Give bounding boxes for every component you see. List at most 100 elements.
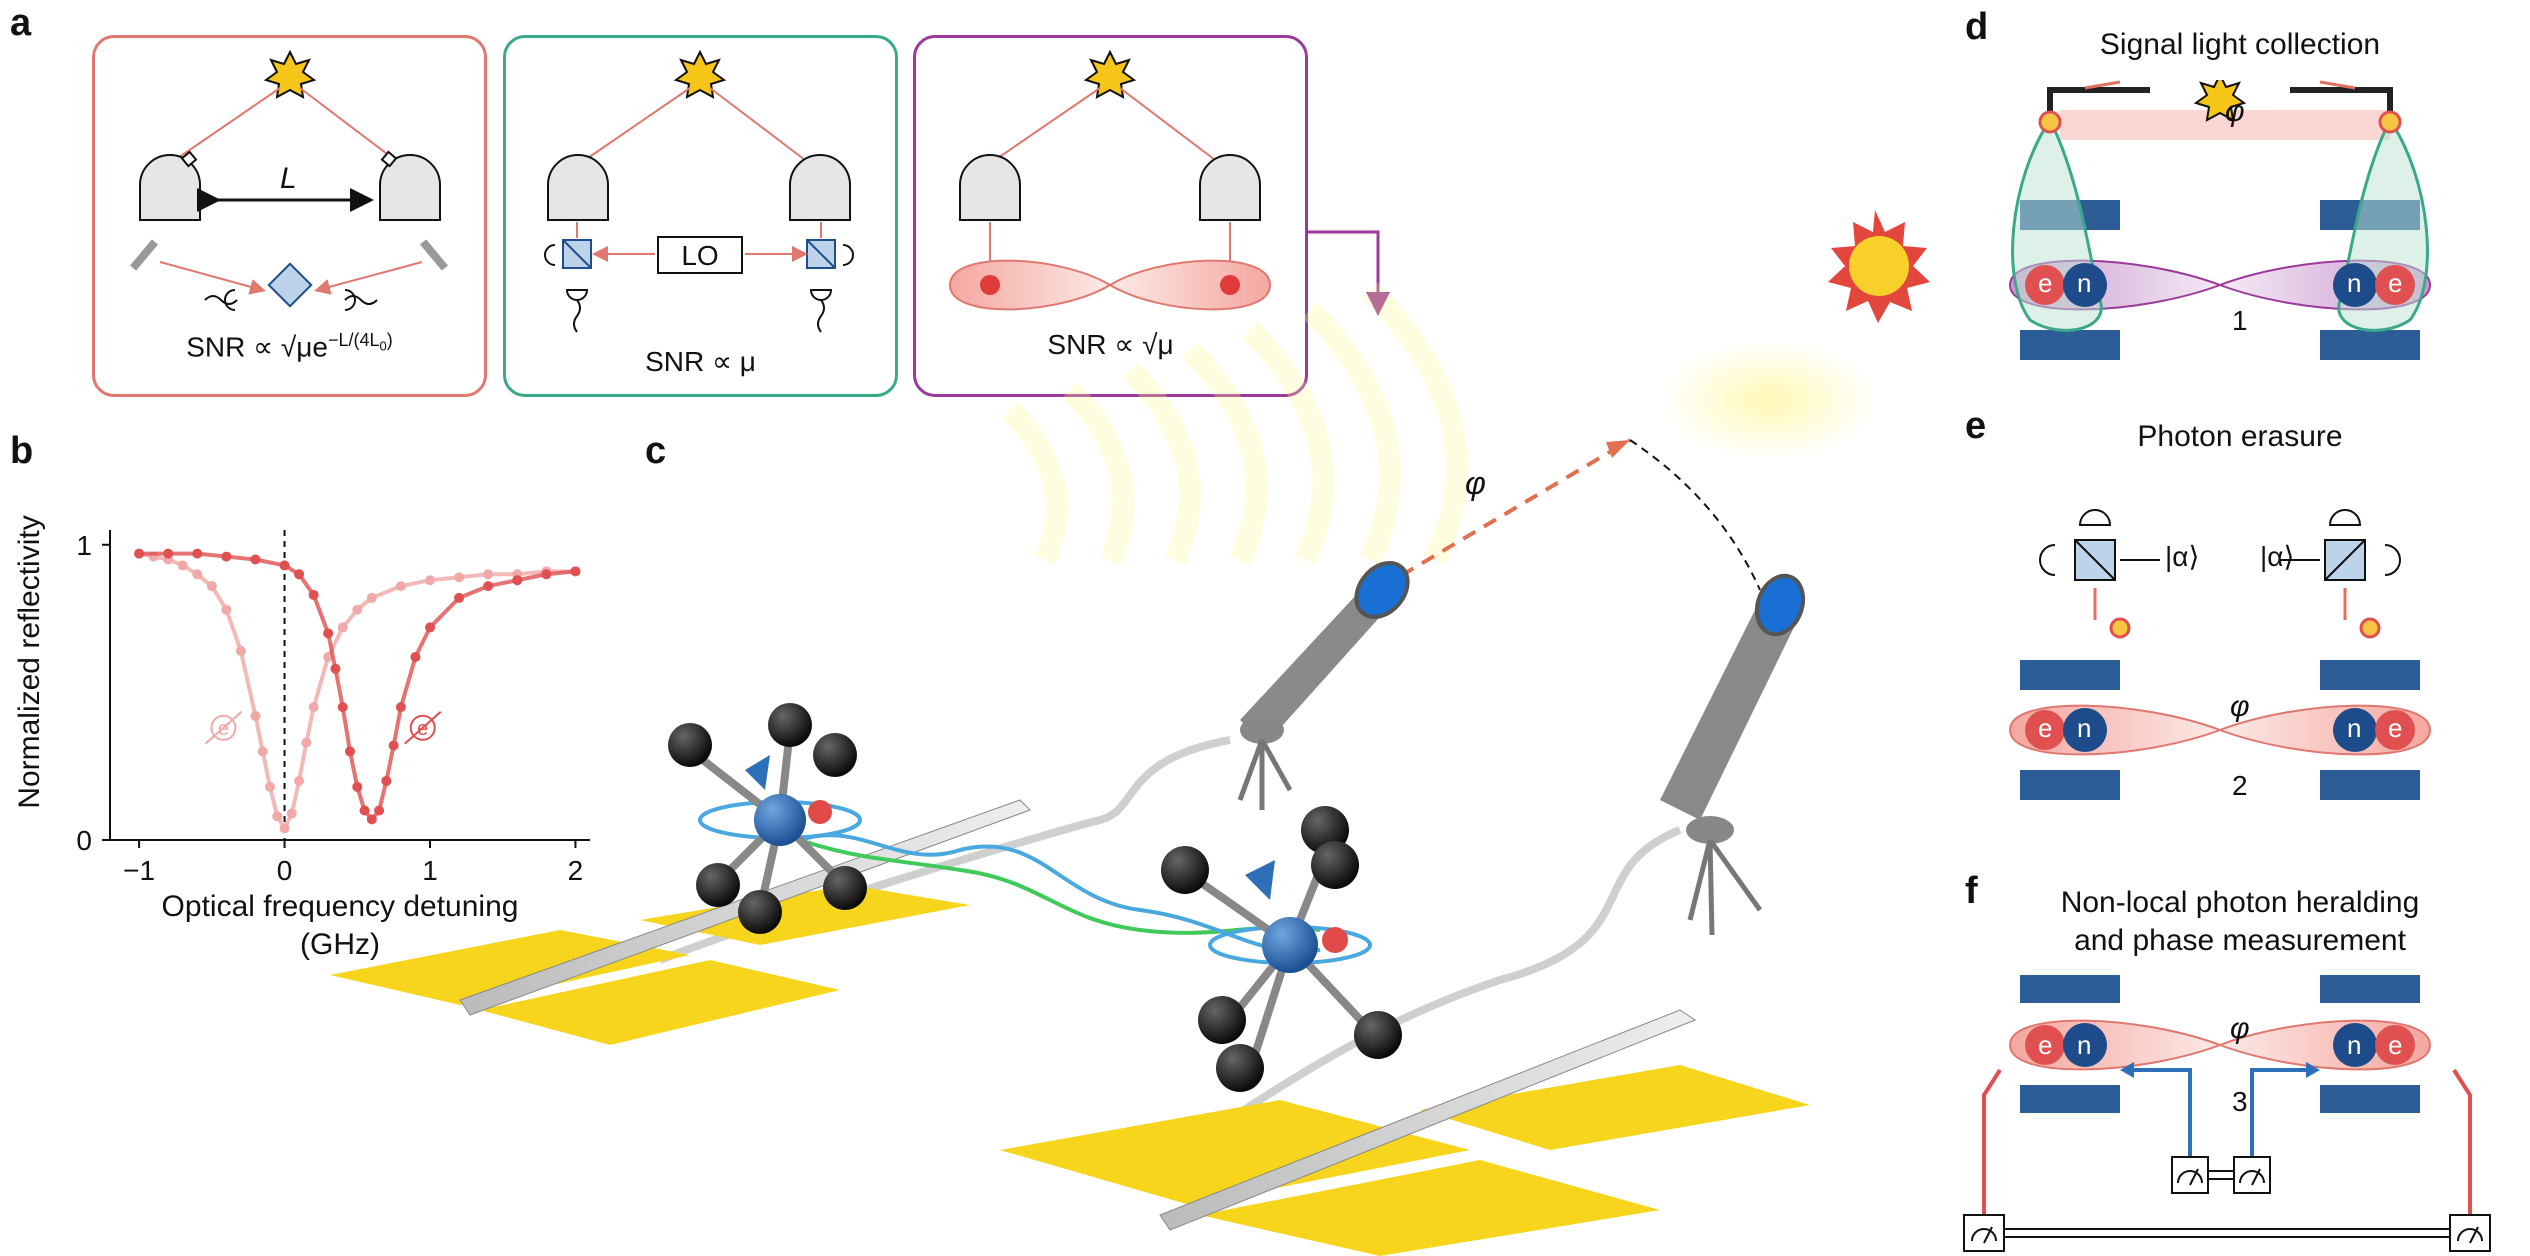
panel-a-drawings: LO (130, 49, 1390, 333)
panel-f-n-left: n (2077, 1030, 2092, 1060)
panel-f-step: 3 (2232, 1086, 2248, 1117)
series-0-point (272, 811, 283, 822)
series-1-point (425, 622, 435, 633)
box2-telescope-right-icon (789, 154, 851, 221)
series-0-point (279, 823, 290, 834)
panel-b-xlabel-line2: (GHz) (300, 928, 380, 961)
series-1-point (381, 775, 392, 786)
molecule-right-icon (1161, 806, 1402, 1092)
box1-telescope-right-icon (379, 150, 441, 221)
box1-beamsplitter-icon (267, 262, 313, 308)
series-0-point (192, 569, 203, 580)
panel-f-e-left: e (2038, 1030, 2053, 1060)
box2-star-icon (673, 49, 727, 99)
panel-b-chart: −101201ee (76, 530, 590, 886)
series-1-point (134, 548, 145, 559)
box3-snr: SNR ∝ √μ (1047, 329, 1174, 360)
series-1-point (294, 569, 305, 580)
series-0-point (294, 775, 305, 786)
series-1-point (250, 554, 261, 565)
series-0-fit-line (138, 551, 576, 833)
series-0-point (250, 711, 261, 721)
series-1-point (410, 651, 421, 662)
telescope-left-icon (1237, 561, 1410, 810)
panel-b-label: b (10, 430, 34, 472)
box3-star-icon (1083, 49, 1137, 99)
box3-entanglement-loop (948, 259, 1272, 311)
panel-f-title-line1: Non-local photon heralding (2060, 886, 2420, 919)
x-tick-label: 2 (568, 855, 584, 886)
series-1-point (366, 814, 377, 825)
series-0-point (257, 746, 268, 757)
box1-snr-exp: −L/(4L (327, 330, 380, 350)
box1-star-icon (263, 49, 317, 99)
series-1-point (192, 548, 203, 559)
panel-e-alpha-right: |α⟩ (2260, 541, 2295, 572)
series-1-point (279, 560, 290, 571)
panel-d-title: Signal light collection (2099, 28, 2381, 61)
panel-d-diagram (2008, 80, 2432, 360)
panel-d-phase-label: φ (2225, 95, 2245, 128)
series-0-point (265, 781, 275, 792)
box1-snr-main: SNR ∝ √μe (186, 331, 328, 363)
panel-d-e-left: e (2038, 268, 2053, 298)
series-1-point (454, 592, 465, 603)
series-0-point (483, 569, 494, 580)
box3-connector-arrow (1308, 230, 1390, 316)
box2-telescope-left-icon (547, 154, 609, 221)
panel-e-step: 2 (2232, 770, 2248, 801)
panel-f-title-line2: and phase measurement (2074, 924, 2406, 957)
box1-distance-label: L (280, 162, 297, 195)
series-1-point (570, 566, 581, 577)
panel-b-xlabel-line1: Optical frequency detuning (161, 890, 519, 923)
series-0-point (425, 575, 435, 586)
series-0-point (177, 560, 188, 571)
x-tick-label: −1 (123, 855, 155, 886)
panel-d-label: d (1965, 6, 1989, 48)
series-0-point (221, 604, 232, 615)
series-1-point (330, 663, 341, 674)
series-1-point (374, 805, 385, 816)
electron-spin-arrow (204, 711, 243, 745)
panel-a-label: a (10, 2, 32, 44)
box1-telescope-left-icon (139, 150, 201, 221)
panel-e-e-right: e (2388, 713, 2403, 743)
series-1-point (388, 740, 399, 751)
light-waves (1002, 282, 1880, 565)
x-tick-label: 0 (277, 855, 293, 886)
series-0-point (352, 604, 363, 615)
series-1-point (323, 628, 334, 639)
series-0-point (235, 646, 246, 657)
box2-snr: SNR ∝ μ (645, 346, 756, 377)
series-1-point (359, 805, 370, 816)
panel-e-n-right: n (2347, 713, 2362, 743)
panel-e-n-left: n (2077, 713, 2092, 743)
series-1-point (163, 548, 174, 559)
panel-f-label: f (1965, 870, 1978, 912)
panel-e-alpha-left: |α⟩ (2165, 541, 2200, 572)
series-1-point (352, 781, 363, 792)
series-0-point (286, 808, 297, 819)
series-0-point (308, 702, 319, 713)
series-1-point (541, 569, 552, 580)
panel-d-e-right: e (2388, 268, 2403, 298)
molecule-left-icon (668, 703, 867, 934)
panel-c-label: c (645, 430, 667, 472)
panel-e-e-left: e (2038, 713, 2053, 743)
box1-snr-sub: 0 (379, 338, 387, 354)
series-1-point (308, 589, 319, 600)
series-0-point (301, 737, 312, 748)
panel-f-diagram (1963, 975, 2491, 1252)
series-0-point (395, 581, 406, 592)
box3-telescope-left-icon (959, 154, 1021, 221)
series-1-point (337, 702, 348, 713)
box3-telescope-right-icon (1199, 154, 1261, 221)
panel-f-e-right: e (2388, 1030, 2403, 1060)
panel-d-n-right: n (2347, 268, 2362, 298)
box3-spin-left-icon (980, 275, 1000, 295)
panel-e-phase-label: φ (2230, 690, 2250, 723)
panel-e-label: e (1965, 405, 1987, 447)
x-tick-label: 1 (422, 855, 438, 886)
box1-snr: SNR ∝ √μe−L/(4L0) (92, 330, 487, 363)
panel-e-title: Photon erasure (2137, 420, 2343, 453)
